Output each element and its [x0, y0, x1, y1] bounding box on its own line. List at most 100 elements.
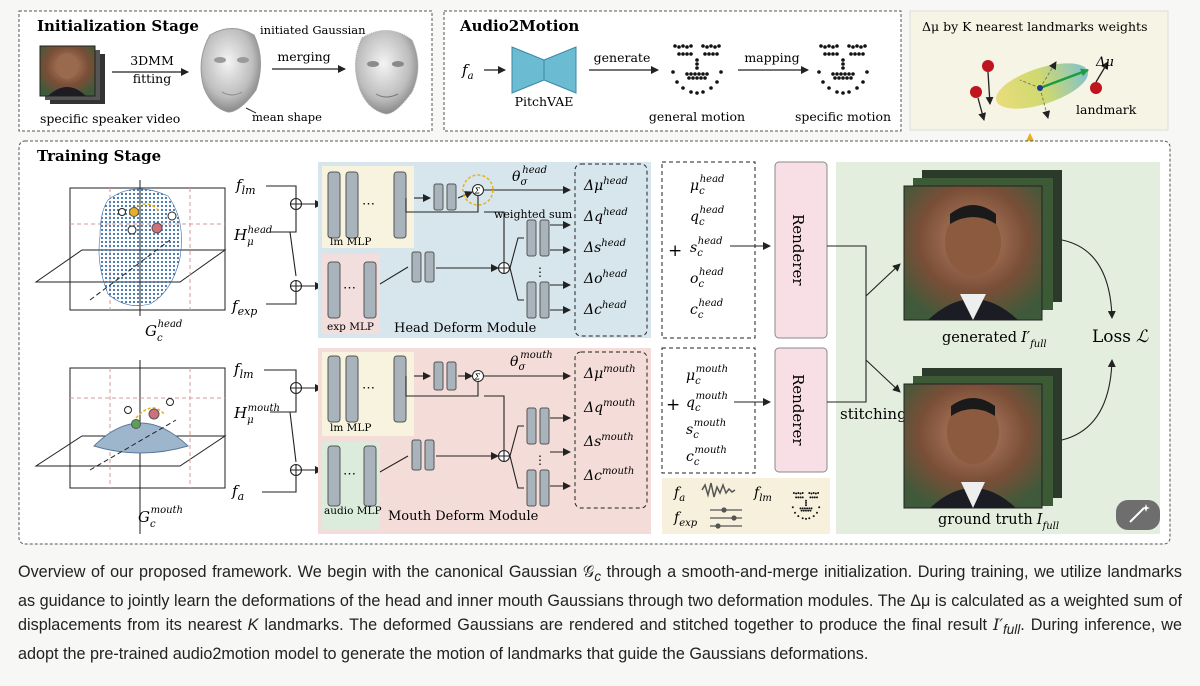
head-lm-mlp-label: lm MLP	[330, 236, 371, 248]
mouth-renderer	[774, 347, 828, 473]
mapping-label: mapping	[744, 50, 799, 65]
landmark-point	[970, 86, 982, 98]
delta-item: Δμhead	[583, 176, 628, 194]
svg-text:Σ: Σ	[474, 373, 481, 382]
head-renderer-label: Renderer	[789, 214, 807, 286]
head-deform-module: ⋯ ⋯ ⋮ lm MLP exp MLP Head Deform Module	[318, 162, 651, 338]
svg-text:⋯: ⋯	[343, 467, 356, 482]
sliders-icon	[710, 507, 742, 529]
head-fexp-input: fexp	[231, 297, 257, 318]
canonical-item: qcmouth	[686, 391, 728, 414]
mouth-plus-sign: +	[666, 395, 680, 415]
svg-text:⋮: ⋮	[534, 453, 546, 467]
head-exp-mlp-label: exp MLP	[327, 321, 374, 333]
speaker-video-frames	[39, 45, 105, 104]
mouth-canonical-box	[661, 347, 756, 474]
legend-fa: fa	[673, 485, 685, 504]
mouth-renderer-label: Renderer	[789, 374, 807, 446]
canonical-item: ochead	[690, 267, 724, 290]
feature-legend: fa flm fexp	[662, 478, 830, 534]
canonical-item: μchead	[690, 174, 724, 197]
knn-delta-mu-label: Δμ	[1095, 55, 1114, 70]
svg-text:Σ: Σ	[474, 187, 481, 196]
delta-item: Δohead	[583, 269, 627, 287]
training-stage-panel: Training Stage Gchead	[18, 140, 1171, 545]
head-gaussian-label: Gchead	[145, 319, 182, 344]
head-canonical-list: μchead qchead schead ochead cchead	[690, 174, 724, 321]
waveform-icon	[701, 482, 736, 498]
knn-landmark-label: landmark	[1076, 102, 1137, 117]
legend-fexp: fexp	[673, 510, 698, 529]
landmark-point	[1090, 82, 1102, 94]
audio2motion-title: Audio2Motion	[459, 17, 579, 35]
svg-text:⋮: ⋮	[534, 265, 546, 279]
init-stage-title: Initialization Stage	[37, 17, 199, 35]
head-plus-sign: +	[668, 241, 682, 261]
mouth-gaussian-visual	[34, 360, 227, 534]
merging-label: merging	[277, 49, 330, 64]
mouth-H-input: Hμmouth	[233, 403, 280, 426]
landmark-point	[982, 60, 994, 72]
delta-item: Δqmouth	[583, 398, 635, 416]
stitching-label: stitching	[840, 405, 907, 423]
input-connectors	[262, 185, 323, 493]
mouth-theta-label: θσmouth	[510, 350, 553, 373]
init-stage-panel: Initialization Stage specific speaker vi…	[18, 10, 433, 132]
magic-edit-icon[interactable]	[1116, 500, 1160, 530]
mean-shape-label: mean shape	[252, 110, 322, 124]
mouth-gaussian-label: Gcmouth	[138, 505, 183, 530]
legend-flm: flm	[753, 485, 772, 504]
canonical-item: qchead	[690, 205, 724, 228]
mouth-module-label: Mouth Deform Module	[388, 509, 539, 524]
initiated-gaussian-head	[355, 30, 419, 115]
head-renderer	[774, 161, 828, 339]
svg-text:⋯: ⋯	[343, 281, 356, 296]
head-module-label: Head Deform Module	[394, 321, 537, 336]
legend-landmarks-icon	[791, 492, 821, 520]
weighted-sum-label: weighted sum	[494, 208, 573, 221]
head-gaussian-visual	[34, 180, 227, 316]
delta-item: Δqhead	[583, 207, 628, 225]
canonical-item: scmouth	[686, 418, 726, 441]
mouth-fa-input: fa	[231, 482, 244, 503]
mouth-delta-box	[574, 351, 648, 509]
mouth-canonical-list: μcmouth qcmouth scmouth ccmouth	[686, 364, 728, 468]
generate-label: generate	[594, 50, 651, 65]
mouth-flm-input: flm	[233, 360, 254, 381]
canonical-item: μcmouth	[686, 364, 728, 387]
delta-item: Δchead	[583, 300, 627, 318]
svg-text:⋯: ⋯	[362, 197, 375, 212]
fitting-label-2: fitting	[133, 71, 171, 86]
mouth-audio-mlp-label: audio MLP	[324, 505, 382, 517]
delta-item: Δμmouth	[583, 364, 636, 382]
ground-truth-frames	[903, 368, 1062, 509]
fitting-label-1: 3DMM	[130, 53, 174, 68]
pitchvae-block	[511, 46, 577, 94]
delta-item: Δshead	[583, 238, 626, 256]
canonical-item: schead	[690, 236, 723, 259]
general-motion-landmarks	[671, 44, 723, 95]
head-theta-label: θσhead	[512, 165, 547, 188]
specific-motion-label: specific motion	[795, 109, 891, 124]
canonical-item: ccmouth	[686, 445, 727, 468]
mouth-lm-mlp-label: lm MLP	[330, 422, 371, 434]
canonical-item: cchead	[690, 298, 723, 321]
mouth-deform-module: ⋯ ⋯ ⋮ lm MLP audio MLP Mouth Deform Modu…	[318, 348, 651, 534]
framework-diagram: Initialization Stage specific speaker vi…	[18, 10, 1171, 545]
knn-title: Δμ by K nearest landmarks weights	[922, 19, 1148, 34]
speaker-video-label: specific speaker video	[40, 111, 180, 126]
svg-text:⋯: ⋯	[362, 381, 375, 396]
head-delta-box	[574, 163, 648, 337]
fa-input-label: fa	[461, 61, 474, 82]
generated-frames	[903, 170, 1062, 321]
head-H-input: Hμhead	[233, 225, 272, 248]
pitchvae-label: PitchVAE	[515, 94, 574, 109]
delta-item: Δcmouth	[583, 466, 634, 484]
delta-item: Δsmouth	[583, 432, 634, 450]
initiated-gaussian-label: initiated Gaussian	[260, 23, 366, 37]
figure-caption: Overview of our proposed framework. We b…	[18, 563, 1182, 664]
general-motion-label: general motion	[649, 109, 745, 124]
